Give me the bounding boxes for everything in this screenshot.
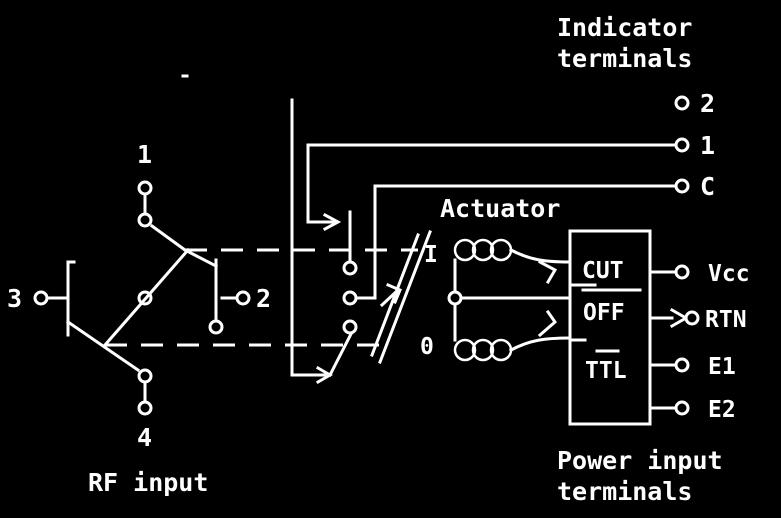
port-3-terminal bbox=[33, 290, 49, 306]
blade-lower bbox=[65, 319, 141, 373]
terminal-vcc bbox=[674, 264, 690, 280]
port-2-terminal bbox=[235, 290, 251, 306]
indicator-title-line1: Indicator bbox=[557, 13, 692, 42]
rf-port-label-1: 1 bbox=[137, 140, 152, 169]
arrow-upper bbox=[322, 212, 342, 232]
power-title-line2: terminals bbox=[557, 477, 692, 506]
power-label-e1: E1 bbox=[708, 354, 736, 380]
actuator-rod-right bbox=[370, 233, 420, 357]
driver-box bbox=[568, 229, 652, 426]
indicator-terminal-1 bbox=[674, 137, 690, 153]
port-4-contact bbox=[137, 368, 153, 384]
port-1-contact bbox=[137, 212, 153, 228]
indicator-terminal-c bbox=[674, 178, 690, 194]
coil-common bbox=[447, 290, 463, 306]
blade-upper bbox=[149, 223, 188, 253]
terminal-rtn bbox=[684, 310, 700, 326]
power-label-e2: E2 bbox=[708, 397, 736, 423]
rf-port-label-2: 2 bbox=[256, 284, 271, 313]
indicator-wire-1 bbox=[306, 143, 335, 224]
terminal-e1 bbox=[674, 357, 690, 373]
indicator-label-c: C bbox=[700, 172, 715, 201]
indicator-contact-c bbox=[342, 319, 358, 335]
power-label-vcc: Vcc bbox=[708, 261, 750, 287]
indicator-label-1: 1 bbox=[700, 131, 715, 160]
coil-lower-loop-1 bbox=[453, 338, 477, 362]
blade-diagonal bbox=[102, 247, 191, 348]
actuator-coils bbox=[447, 238, 572, 362]
driver-off-label: OFF bbox=[583, 300, 625, 326]
power-label-rtn: RTN bbox=[705, 307, 747, 333]
blade-right bbox=[182, 247, 219, 269]
indicator-bottom-wire bbox=[290, 343, 327, 377]
coil-upper-loop-1 bbox=[453, 238, 477, 262]
driver-outline bbox=[568, 229, 652, 426]
terminal-e2 bbox=[674, 400, 690, 416]
indicator-terminal-2 bbox=[674, 95, 690, 111]
rtn-arrow bbox=[669, 307, 690, 329]
port-3-bus bbox=[66, 260, 76, 337]
coil-upper-wire bbox=[508, 247, 572, 264]
rf-switch bbox=[33, 180, 251, 416]
rf-port-label-3: 3 bbox=[7, 284, 22, 313]
indicator-contact-b bbox=[342, 290, 358, 306]
power-title-line1: Power input bbox=[557, 446, 723, 475]
position-lower-label: 0 bbox=[420, 334, 434, 360]
coil-lower-wire bbox=[508, 336, 572, 353]
port-1-terminal bbox=[137, 180, 153, 196]
actuator-label: Actuator bbox=[440, 194, 560, 223]
actuator-rod-left bbox=[378, 230, 432, 364]
diode-upper bbox=[537, 259, 558, 285]
indicator-label-2: 2 bbox=[700, 89, 715, 118]
coil-lower-loop-2 bbox=[471, 338, 495, 362]
coil-upper-loop-2 bbox=[471, 238, 495, 262]
driver-cut-label: CUT bbox=[582, 258, 624, 284]
rf-port-label-4: 4 bbox=[137, 423, 152, 452]
indicator-contact-lower-link bbox=[327, 329, 355, 378]
port-2-contact bbox=[208, 319, 224, 335]
arrow-blade bbox=[386, 283, 402, 304]
indicator-wire-c bbox=[354, 184, 377, 300]
diode-lower bbox=[537, 309, 558, 338]
rf-input-label: RF input bbox=[88, 468, 208, 497]
driver-ttl-label: TTL bbox=[585, 358, 627, 384]
indicator-contact-a bbox=[342, 260, 358, 276]
port-4-terminal bbox=[137, 400, 153, 416]
indicator-title-line2: terminals bbox=[557, 44, 692, 73]
position-upper-label: I bbox=[424, 242, 438, 268]
indicator-switch bbox=[290, 98, 676, 385]
